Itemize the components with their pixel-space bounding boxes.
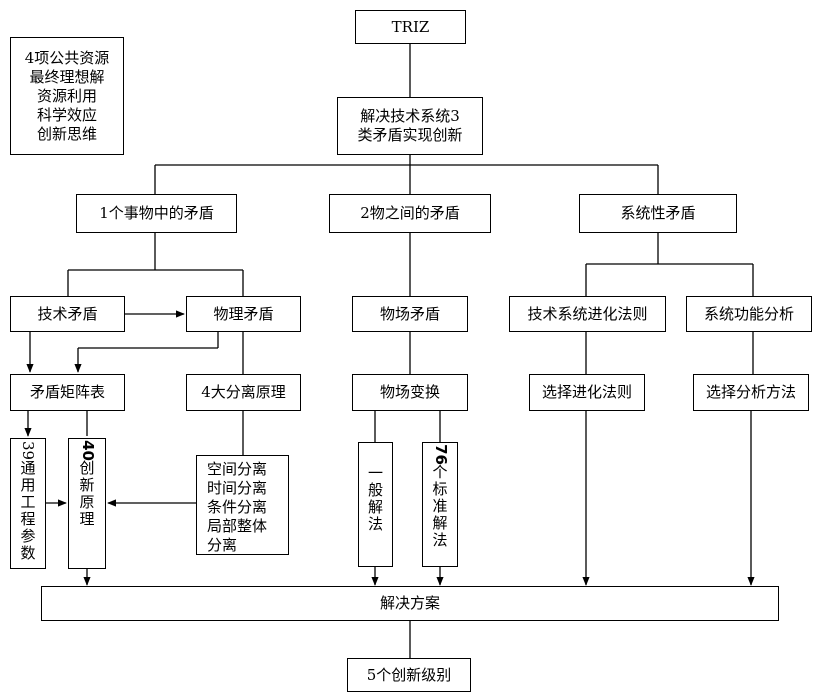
- separation-type-item: 时间分离: [207, 479, 268, 497]
- systemic-contradiction-node: 系统性矛盾: [579, 194, 737, 233]
- technical-contradiction-label: 技术矛盾: [37, 304, 98, 323]
- separation-type-item: 条件分离: [207, 498, 268, 516]
- solution-label: 解决方案: [379, 594, 440, 612]
- principles-char: 理: [79, 510, 95, 528]
- standard-solutions-char: 解: [432, 514, 448, 532]
- standard-solutions-76-node: 76 个 标 准 解 法: [422, 442, 458, 567]
- substance-field-contradiction-label: 物场矛盾: [379, 304, 440, 323]
- physical-contradiction-label: 物理矛盾: [213, 304, 274, 323]
- parameters-char: 工: [20, 493, 36, 511]
- triz-root-node: TRIZ: [355, 10, 466, 44]
- separation-type-item: 局部整体: [207, 517, 268, 535]
- resource-item: 最终理想解: [29, 67, 105, 86]
- physical-contradiction-node: 物理矛盾: [186, 296, 301, 332]
- innovation-levels-node: 5个创新级别: [347, 658, 471, 692]
- standard-solutions-count: 76: [431, 444, 450, 465]
- general-solutions-char: 解: [367, 498, 383, 516]
- general-solutions-char: 般: [367, 481, 383, 499]
- solution-node: 解决方案: [41, 586, 779, 621]
- standard-solutions-char: 法: [432, 531, 448, 549]
- resource-item: 科学效应: [36, 105, 97, 124]
- standard-solutions-char: 准: [432, 497, 448, 515]
- general-solutions-char: 法: [367, 515, 383, 533]
- contradiction-matrix-label: 矛盾矩阵表: [29, 383, 105, 401]
- evolution-laws-node: 技术系统进化法则: [509, 296, 666, 332]
- contradiction-between-two-label: 2物之间的矛盾: [360, 204, 460, 222]
- general-solutions-char: 一: [367, 464, 383, 482]
- function-analysis-label: 系统功能分析: [703, 304, 794, 323]
- innovation-levels-label: 5个创新级别: [366, 665, 452, 684]
- parameters-char: 通: [20, 459, 36, 477]
- parameters-char: 参: [20, 527, 36, 545]
- core-goal-line-2: 类矛盾实现创新: [357, 126, 463, 144]
- contradiction-in-one-thing-node: 1个事物中的矛盾: [76, 194, 237, 233]
- inventive-principles-40-node: 40 创 新 原 理: [68, 438, 106, 569]
- separation-principles-node: 4大分离原理: [186, 374, 301, 411]
- resource-item: 资源利用: [36, 86, 97, 105]
- core-goal-node: 解决技术系统3 类矛盾实现创新: [337, 97, 483, 155]
- substance-field-transform-node: 物场变换: [352, 374, 468, 411]
- resource-item: 创新思维: [36, 124, 97, 143]
- contradiction-matrix-node: 矛盾矩阵表: [10, 374, 125, 411]
- separation-principles-label: 4大分离原理: [201, 383, 286, 401]
- substance-field-transform-label: 物场变换: [379, 383, 440, 401]
- technical-contradiction-node: 技术矛盾: [10, 296, 125, 332]
- principles-char: 创: [79, 459, 95, 477]
- contradiction-in-one-thing-label: 1个事物中的矛盾: [99, 204, 214, 222]
- choose-evolution-laws-label: 选择进化法则: [541, 383, 632, 401]
- principles-char: 原: [79, 493, 95, 511]
- standard-solutions-char: 标: [432, 480, 448, 498]
- engineering-parameters-39-node: 39 通 用 工 程 参 数: [10, 438, 46, 569]
- resource-item: 4项公共资源: [24, 48, 110, 67]
- separation-types-node: 空间分离 时间分离 条件分离 局部整体 分离: [196, 455, 289, 555]
- separation-type-item: 分离: [207, 536, 238, 554]
- evolution-laws-label: 技术系统进化法则: [527, 304, 648, 323]
- general-solutions-node: 一 般 解 法: [358, 442, 393, 567]
- parameters-count: 39: [19, 440, 38, 461]
- systemic-contradiction-label: 系统性矛盾: [620, 204, 696, 222]
- choose-analysis-methods-node: 选择分析方法: [693, 374, 809, 411]
- public-resources-box: 4项公共资源 最终理想解 资源利用 科学效应 创新思维: [10, 37, 124, 155]
- separation-type-item: 空间分离: [207, 460, 268, 478]
- principles-char: 新: [79, 476, 95, 494]
- principles-count: 40: [78, 440, 97, 461]
- parameters-char: 程: [20, 510, 36, 528]
- standard-solutions-char: 个: [432, 463, 448, 481]
- choose-analysis-methods-label: 选择分析方法: [705, 383, 796, 401]
- choose-evolution-laws-node: 选择进化法则: [529, 374, 645, 411]
- parameters-char: 数: [20, 544, 36, 562]
- parameters-char: 用: [20, 476, 36, 494]
- triz-label: TRIZ: [391, 17, 430, 36]
- substance-field-contradiction-node: 物场矛盾: [352, 296, 468, 332]
- function-analysis-node: 系统功能分析: [686, 296, 812, 332]
- contradiction-between-two-node: 2物之间的矛盾: [329, 194, 491, 233]
- core-goal-line-1: 解决技术系统3: [360, 107, 460, 125]
